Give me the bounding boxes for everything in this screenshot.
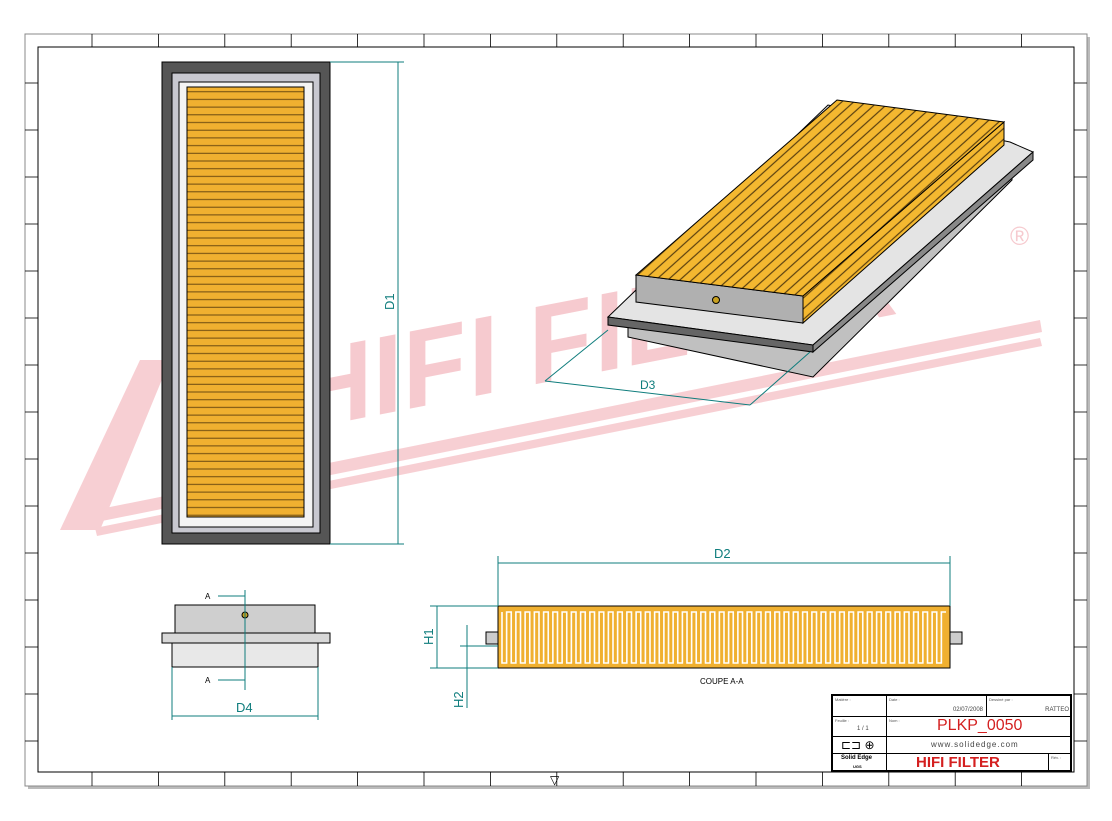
sheet-value: 1 / 1 (857, 726, 869, 732)
material-label: Matière : (835, 697, 851, 702)
projection-symbol: ▽ (550, 773, 560, 787)
inner-frame (37, 46, 1075, 773)
date-cell: Date : 02/07/2008 (887, 696, 987, 717)
dimension-d3-label: D3 (640, 378, 656, 392)
isometric-view (606, 99, 1034, 378)
drawn-by-label: Dessiné par : (989, 697, 1013, 702)
section-marker-top: A (205, 592, 211, 601)
website-cell: www.solidedge.com (887, 737, 1072, 754)
name-cell: Nom : PLKP_0050 (887, 717, 1072, 737)
tab-hole (712, 296, 720, 304)
dimension-d3 (544, 329, 811, 406)
date-label: Date : (889, 697, 900, 702)
part-number: PLKP_0050 (937, 717, 1023, 734)
company-name: HIFI FILTER (916, 754, 1000, 771)
lip-right (949, 631, 963, 645)
watermark-stripe (95, 338, 1042, 536)
dimension-d2-label: D2 (714, 546, 731, 561)
pleat-zigzag (501, 611, 946, 664)
section-dimensions (430, 556, 951, 708)
top-view (161, 61, 331, 545)
projection-icon: ⊏⊐ ⊕ (841, 738, 875, 752)
drawn-by-value: RATTEO (1045, 707, 1069, 713)
watermark-registered: ® (1010, 221, 1029, 251)
projection-cell: ⊏⊐ ⊕ (833, 737, 887, 754)
website: www.solidedge.com (931, 740, 1019, 749)
lip-left (485, 631, 499, 645)
rev-label: Rév. : (1051, 755, 1062, 760)
flange (161, 632, 331, 644)
section-marker-bottom: A (205, 676, 211, 685)
sheet-label: Feuille : (835, 718, 850, 723)
company-cell: HIFI FILTER (887, 754, 1049, 772)
front-view (161, 604, 331, 668)
name-label: Nom : (889, 718, 900, 723)
drawn-by-cell: Dessiné par : RATTEO (987, 696, 1072, 717)
dimension-h2-label: H2 (451, 691, 466, 708)
dimension-d4-label: D4 (236, 700, 253, 715)
pleat-top (634, 99, 1006, 297)
rev-cell: Rév. : (1049, 754, 1072, 772)
dimension-h1-label: H1 (421, 628, 436, 645)
pleated-media (186, 86, 305, 518)
software-name: Solid Edge (841, 755, 873, 761)
section-line-a (171, 590, 319, 720)
title-block: Matière : Date : 02/07/2008 Dessiné par :… (831, 694, 1072, 772)
sheet-cell: Feuille : 1 / 1 (833, 717, 887, 737)
date-value: 02/07/2008 (952, 707, 983, 713)
watermark-slash (60, 360, 170, 530)
border-zone-ticks (25, 34, 1087, 786)
dimension-d1 (330, 61, 404, 545)
flange-edge (812, 150, 1034, 354)
dimension-d1-label: D1 (382, 293, 397, 310)
section-view (485, 605, 963, 669)
material-cell: Matière : (833, 696, 887, 717)
section-label: COUPE A-A (700, 677, 744, 686)
software-sub: UGS (853, 764, 862, 769)
